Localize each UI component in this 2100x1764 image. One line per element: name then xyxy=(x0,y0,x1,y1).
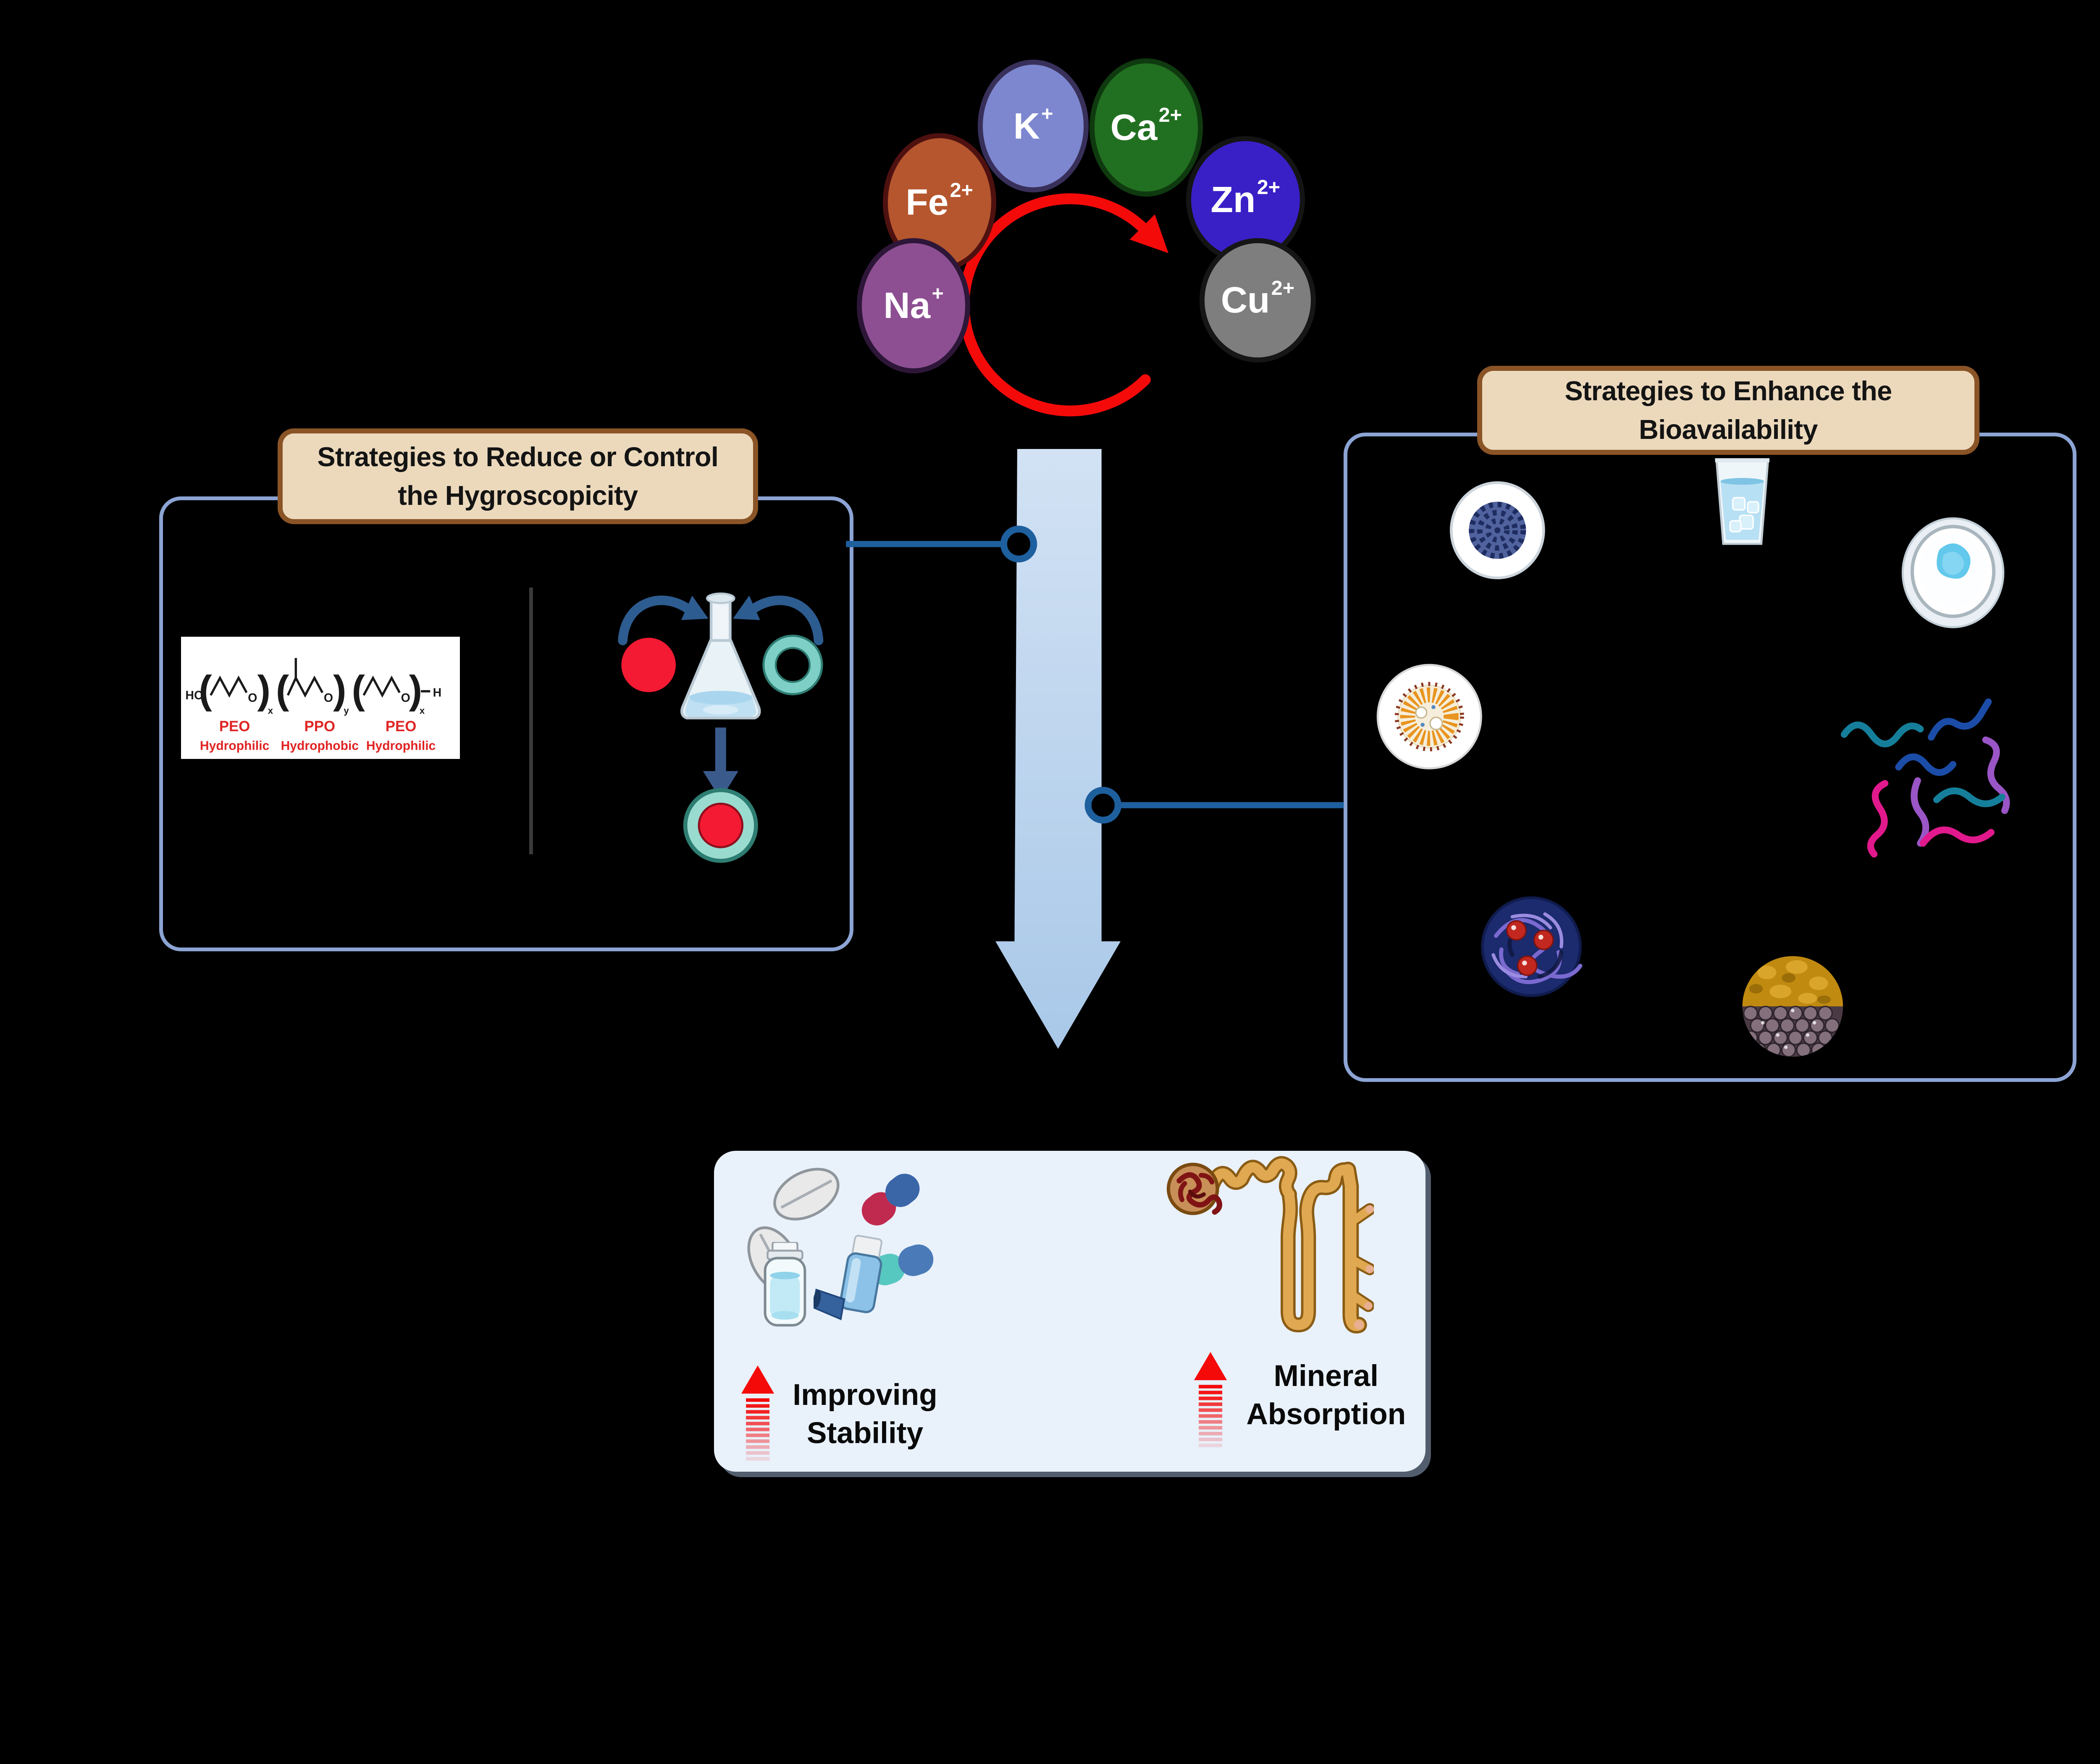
bioavailability-title: Strategies to Enhance the Bioavailabilit… xyxy=(1477,366,1980,455)
erlenmeyer-flask-icon xyxy=(680,593,761,720)
subscript-y: y xyxy=(344,705,349,716)
peo-oxygen-1: O xyxy=(248,691,257,705)
encapsulation-process-illustration xyxy=(618,593,824,863)
chitosan-nanoparticle-icon xyxy=(1481,896,1583,997)
vial-icon xyxy=(764,1242,806,1326)
nephron-icon xyxy=(1166,1156,1374,1334)
stability-line1: Improving xyxy=(793,1378,937,1412)
red-up-arrow-icon xyxy=(1194,1352,1227,1447)
stability-line2: Stability xyxy=(807,1416,924,1450)
curved-arrow-right-icon xyxy=(733,596,824,646)
glomerulus xyxy=(1166,1162,1222,1215)
mineral-absorption-label: Mineral Absorption xyxy=(1231,1357,1421,1433)
micelle-icon xyxy=(1376,664,1482,770)
improving-stability-label: Improving Stability xyxy=(763,1376,967,1452)
peo-left-end: HO xyxy=(185,688,203,702)
bracket: ) xyxy=(409,667,422,712)
polymer-structure-drawing: HO O O O H ( ) ( ) ( ) x y x PEO PPO PEO… xyxy=(184,636,457,759)
down-arrow-icon xyxy=(703,727,739,800)
peo-right-end: H xyxy=(433,686,441,699)
mineral-payload-dots xyxy=(1506,920,1554,976)
bracket: ( xyxy=(276,667,289,712)
hygroscopicity-title-line1: Strategies to Reduce or Control xyxy=(317,441,719,472)
peo-oxygen-3: O xyxy=(401,691,410,705)
hydrophilic-label: Hydrophilic xyxy=(200,739,269,753)
downward-flow-arrow xyxy=(995,449,1121,1049)
bracket: ( xyxy=(199,667,212,712)
hygroscopicity-panel xyxy=(159,496,854,952)
red-mineral-particle-icon xyxy=(621,638,676,693)
bioavailability-title-line1: Strategies to Enhance the xyxy=(1564,375,1892,407)
hygroscopicity-title-line2: the Hygroscopicity xyxy=(398,480,638,511)
water-glass-icon xyxy=(1715,458,1770,545)
absorption-line1: Mineral xyxy=(1273,1359,1379,1393)
polymer-chains-icon xyxy=(1841,698,2010,858)
red-up-arrow-icon xyxy=(741,1365,774,1461)
hygroscopicity-title: Strategies to Reduce or Control the Hygr… xyxy=(277,428,759,525)
coating-ring-icon xyxy=(762,635,824,696)
capsule-icon xyxy=(862,1173,920,1226)
bioavailability-title-line2: Bioavailability xyxy=(1639,414,1818,445)
janus-nanoparticle-icon xyxy=(1742,956,1843,1057)
liposome-icon xyxy=(1450,481,1545,580)
bracket: ) xyxy=(333,667,346,712)
peo-ppo-peo-structure-image: HO O O O H ( ) ( ) ( ) x y x PEO PPO PEO… xyxy=(181,636,460,759)
bracket: ) xyxy=(257,667,270,712)
ion-potassium: K+ xyxy=(978,60,1089,192)
petri-dish-icon xyxy=(1902,517,2005,628)
peo-label: PEO xyxy=(385,718,416,734)
inhaler-icon xyxy=(813,1234,882,1320)
absorption-line2: Absorption xyxy=(1246,1397,1406,1431)
peo-oxygen-2: O xyxy=(324,691,333,705)
ion-sodium: Na+ xyxy=(857,238,971,373)
curved-arrow-left-icon xyxy=(618,596,709,646)
peo-label: PEO xyxy=(219,718,250,734)
hydrophobic-label: Hydrophobic xyxy=(281,739,358,753)
hydrophilic-label: Hydrophilic xyxy=(366,739,436,753)
panel-divider xyxy=(529,587,533,854)
subscript-x2: x xyxy=(420,705,425,716)
subscript-x1: x xyxy=(268,705,273,716)
tablet-icon xyxy=(773,1168,840,1221)
outcome-panel: Improving Stability xyxy=(714,1150,1425,1472)
bracket: ( xyxy=(352,667,365,712)
ppo-label: PPO xyxy=(304,718,335,734)
encapsulated-particle-icon xyxy=(683,788,759,863)
